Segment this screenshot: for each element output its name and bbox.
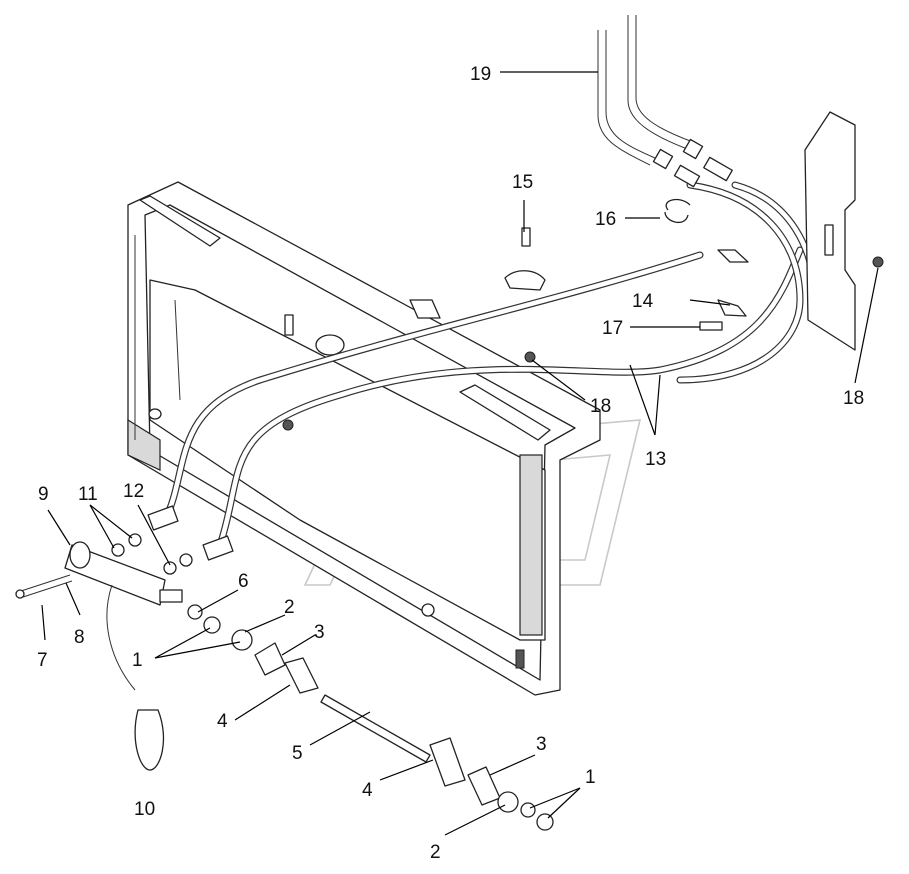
callout-11: 11 (78, 484, 98, 505)
main-frame (127, 181, 601, 696)
pipes-19 (597, 15, 733, 188)
callout-12: 12 (123, 481, 144, 502)
hydraulic-hoses (161, 181, 819, 549)
leader-lines (41, 71, 879, 836)
callout-3-upper: 3 (314, 622, 325, 643)
callout-10: 10 (134, 799, 155, 820)
callout-15: 15 (512, 172, 533, 193)
callout-19: 19 (470, 64, 491, 85)
callout-18-center: 18 (590, 396, 611, 417)
callout-18-right: 18 (843, 388, 864, 409)
callout-3-lower: 3 (536, 734, 547, 755)
callout-9: 9 (38, 484, 49, 505)
callout-16: 16 (595, 209, 616, 230)
callout-labels: 19 15 16 14 17 18 18 13 9 11 12 6 2 3 1 … (37, 64, 864, 863)
callout-8: 8 (74, 627, 85, 648)
callout-4-lower: 4 (362, 780, 373, 801)
callout-14: 14 (632, 291, 654, 312)
shaft-assembly (187, 604, 554, 831)
clamp-parts (282, 198, 749, 431)
callout-5: 5 (292, 743, 303, 764)
callout-2-lower: 2 (430, 842, 441, 863)
callout-1-left: 1 (132, 650, 143, 671)
callout-2-upper: 2 (284, 597, 295, 618)
callout-7: 7 (37, 650, 48, 671)
hydraulic-cylinder (15, 505, 234, 771)
callout-1-right: 1 (585, 767, 596, 788)
mounting-plate (804, 111, 884, 351)
callout-13: 13 (645, 449, 666, 470)
callout-6: 6 (238, 571, 249, 592)
callout-4-upper: 4 (217, 711, 228, 732)
callout-17: 17 (602, 318, 623, 339)
